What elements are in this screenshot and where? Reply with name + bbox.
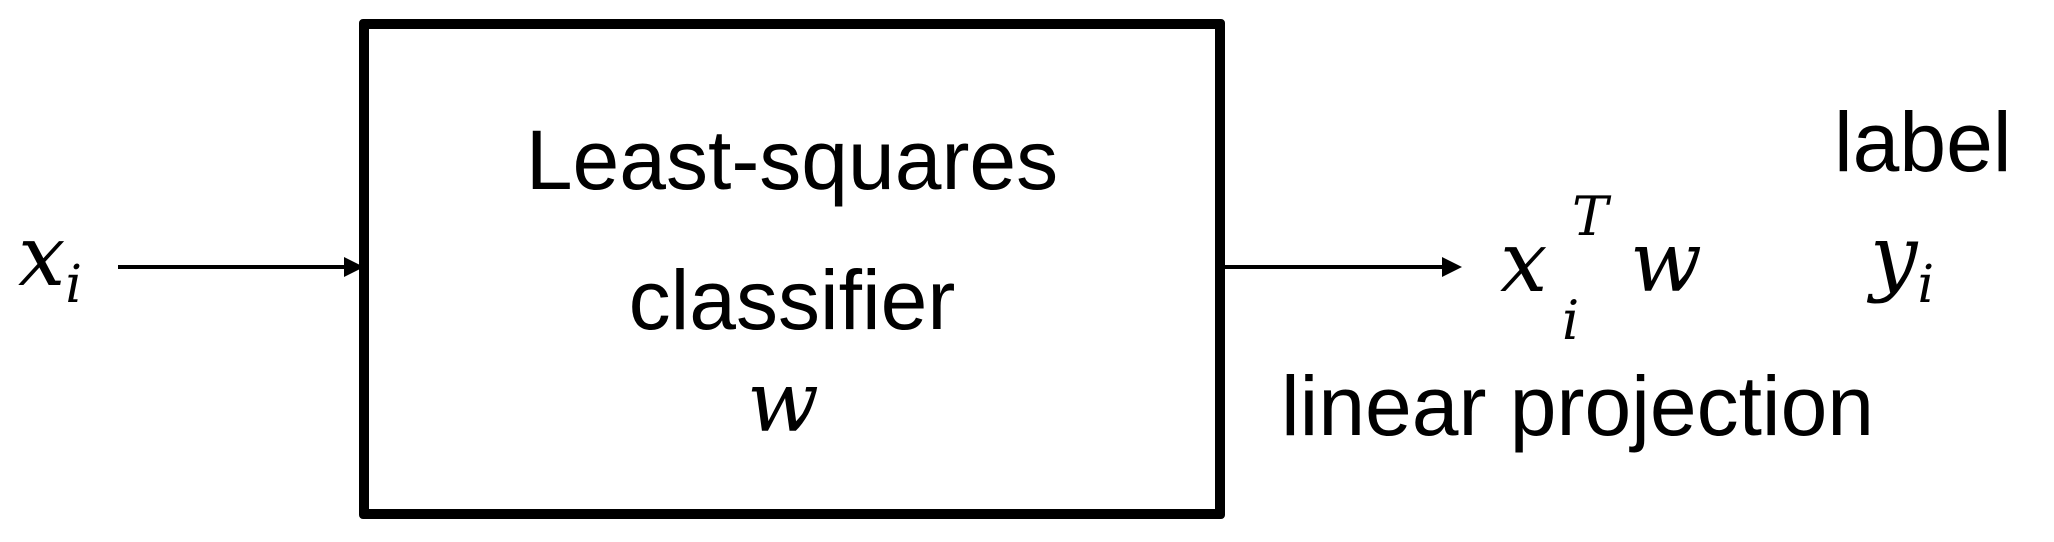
box-weight-symbol: w bbox=[747, 353, 819, 451]
label-variable: yi bbox=[1870, 214, 1934, 311]
input-arrow bbox=[118, 257, 364, 277]
output-expression-superscript: T bbox=[1572, 185, 1609, 248]
label-variable-subscript: i bbox=[1917, 254, 1935, 315]
label-variable-base: y bbox=[1870, 207, 1918, 305]
output-expression-subscript: i bbox=[1562, 289, 1580, 352]
label-caption: label bbox=[1834, 95, 2012, 189]
input-variable-base: x bbox=[18, 207, 66, 305]
input-variable-subscript: i bbox=[65, 254, 83, 315]
input-variable: xi bbox=[18, 214, 82, 311]
output-arrow bbox=[1225, 257, 1462, 277]
projection-caption: linear projection bbox=[1281, 359, 1875, 453]
box-title-line1: Least-squares bbox=[525, 113, 1059, 207]
box-title-line2: classifier bbox=[628, 253, 956, 347]
classifier-box bbox=[359, 19, 1225, 519]
box-weight-variable: w bbox=[718, 360, 848, 444]
output-expression-base: x bbox=[1500, 213, 1548, 311]
output-expression-weight: w bbox=[1630, 213, 1702, 311]
